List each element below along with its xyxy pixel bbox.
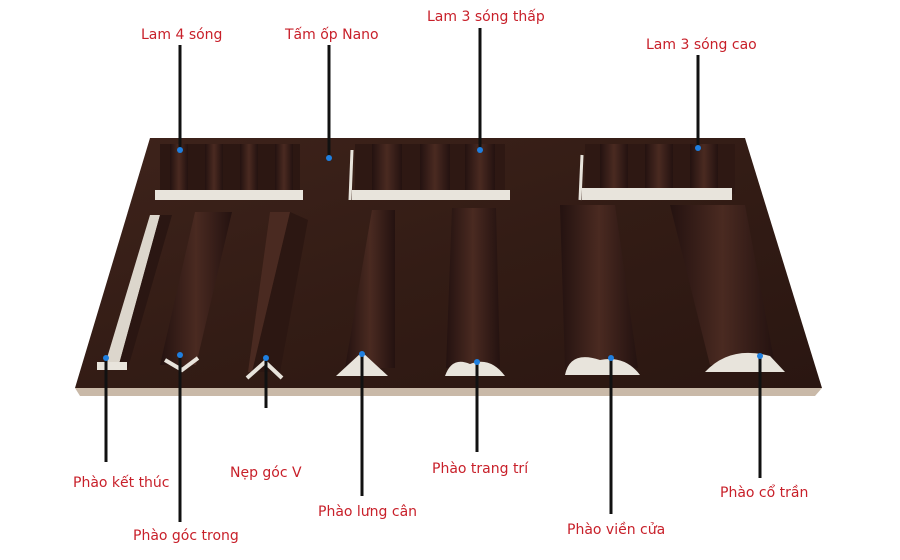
- label-phao-ket-thuc: Phào kết thúc: [73, 475, 170, 491]
- lam-3-song-thap-panel: [348, 144, 510, 201]
- marker-dots: [103, 145, 763, 365]
- board-edge: [75, 388, 822, 396]
- label-phao-vien-cua: Phào viền cửa: [567, 522, 666, 538]
- phao-vien-cua-profile: [560, 205, 640, 375]
- lam-4-song-panel: [155, 144, 303, 200]
- leader-lines: [104, 28, 762, 522]
- label-lam-4-song: Lam 4 sóng: [141, 27, 223, 43]
- label-lam-3-song-thap: Lam 3 sóng thấp: [427, 9, 545, 25]
- lam-3-song-cao-panel: [578, 144, 735, 201]
- phao-ket-thuc-profile: [97, 215, 172, 370]
- label-tam-op-nano: Tấm ốp Nano: [285, 27, 379, 43]
- label-phao-goc-trong: Phào góc trong: [133, 528, 239, 544]
- label-nep-goc-v: Nẹp góc V: [230, 465, 302, 481]
- label-phao-co-tran: Phào cổ trần: [720, 485, 809, 501]
- label-phao-lung-can: Phào lưng cân: [318, 504, 418, 520]
- label-lam-3-song-cao: Lam 3 sóng cao: [646, 37, 757, 53]
- phao-trang-tri-profile: [445, 208, 505, 376]
- label-phao-trang-tri: Phào trang trí: [432, 461, 529, 477]
- phao-goc-trong-profile: [160, 212, 232, 373]
- phao-co-tran-profile: [670, 205, 785, 372]
